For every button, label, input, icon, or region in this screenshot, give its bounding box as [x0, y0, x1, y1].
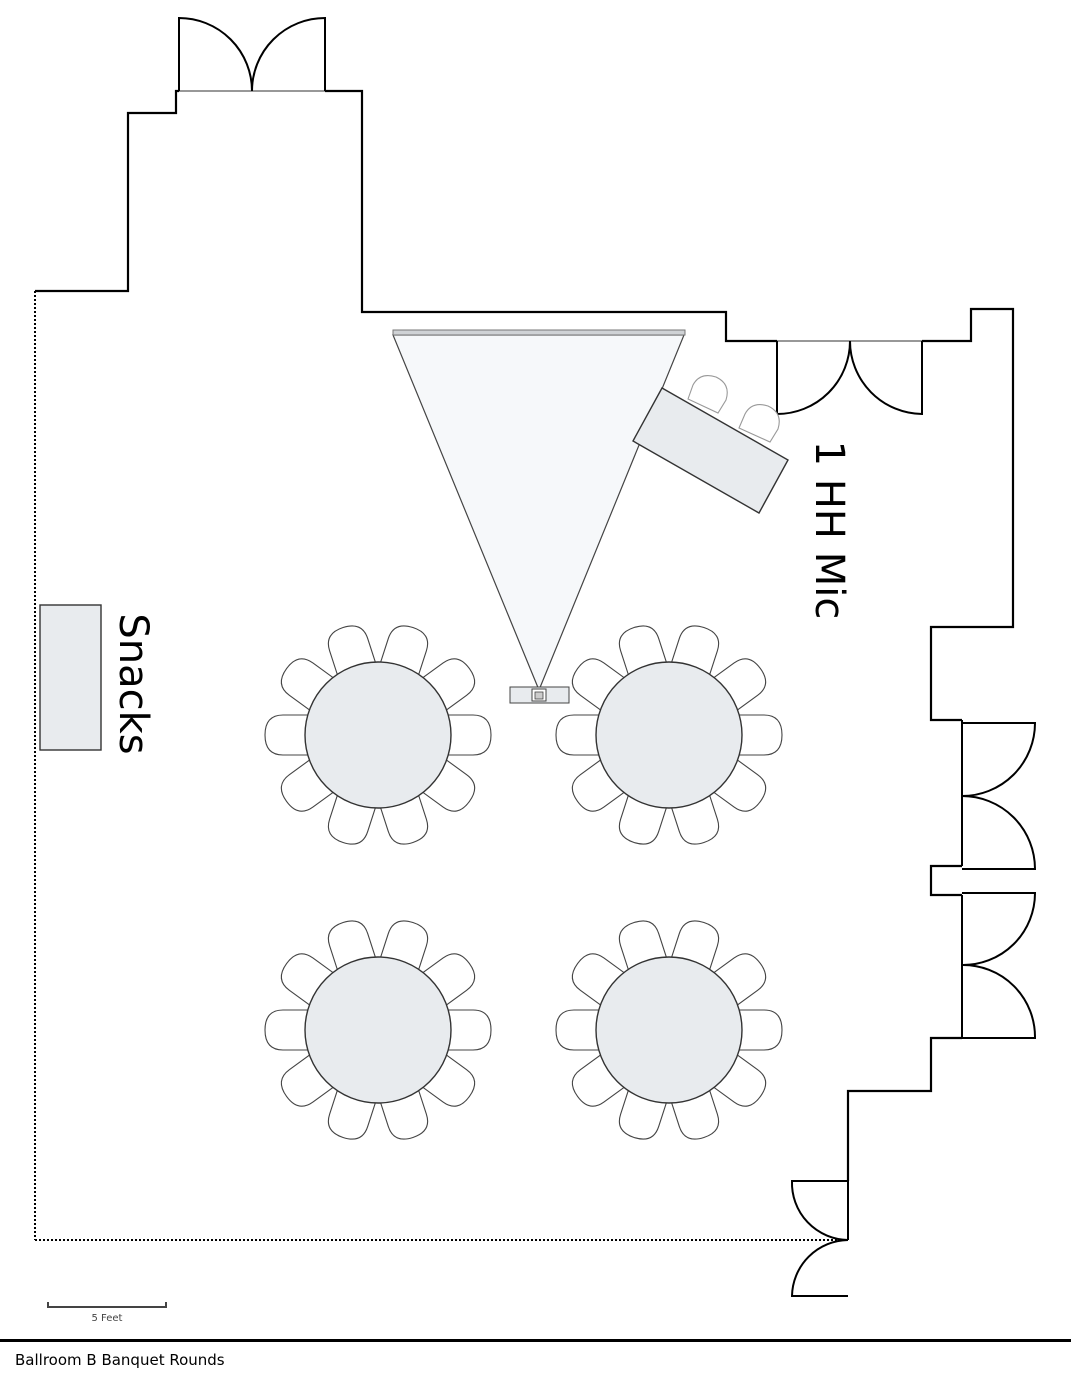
round-table-group	[555, 920, 783, 1140]
chair	[555, 1009, 602, 1051]
chair	[420, 758, 476, 812]
round-table-group	[555, 625, 783, 845]
chair	[571, 953, 627, 1007]
chair	[280, 1053, 336, 1107]
door-top-right	[776, 340, 923, 416]
chair	[711, 1053, 767, 1107]
head-table-group	[632, 375, 789, 514]
chair	[687, 375, 728, 414]
chair	[736, 714, 783, 756]
door-right-2	[961, 892, 1037, 1039]
round-table	[304, 661, 452, 809]
chair	[555, 714, 602, 756]
round-table-group	[264, 625, 492, 845]
chair	[280, 953, 336, 1007]
footer-divider	[0, 1339, 1071, 1342]
scale-label: 5 Feet	[91, 1313, 123, 1324]
chair	[420, 953, 476, 1007]
chair	[571, 658, 627, 712]
round-tables	[264, 625, 783, 1140]
chair	[420, 1053, 476, 1107]
wall-right-lower	[846, 1036, 962, 1181]
round-table-group	[264, 920, 492, 1140]
wall-top-left	[35, 89, 179, 293]
chair	[711, 658, 767, 712]
page-title: Ballroom B Banquet Rounds	[15, 1351, 225, 1369]
scale-bar	[47, 1302, 167, 1308]
chair	[445, 1009, 492, 1051]
door-right-1	[961, 720, 1037, 870]
chair	[738, 404, 780, 443]
chair	[280, 758, 336, 812]
snacks-label: Snacks	[110, 613, 156, 754]
door-bottom	[790, 1180, 849, 1297]
chair	[445, 714, 492, 756]
chair	[420, 658, 476, 712]
snacks-table	[39, 604, 102, 751]
head-table	[632, 387, 789, 514]
chair	[264, 1009, 311, 1051]
wall-right-upper	[922, 307, 1015, 722]
projection-screen	[392, 329, 686, 336]
wall-right-mid	[929, 864, 962, 897]
chair	[571, 758, 627, 812]
mic-label: 1 HH Mic	[806, 441, 852, 620]
projection	[392, 329, 686, 704]
chair	[264, 714, 311, 756]
projector	[509, 686, 570, 704]
door-top	[178, 16, 326, 92]
round-table	[595, 661, 743, 809]
walls	[34, 89, 1015, 1241]
round-table	[304, 956, 452, 1104]
round-table	[595, 956, 743, 1104]
chair	[736, 1009, 783, 1051]
chair	[711, 758, 767, 812]
chair	[711, 953, 767, 1007]
chair	[280, 658, 336, 712]
floor-plan: Snacks 1 HH Mic	[34, 16, 1037, 1297]
chair	[571, 1053, 627, 1107]
wall-top-right	[325, 89, 777, 343]
